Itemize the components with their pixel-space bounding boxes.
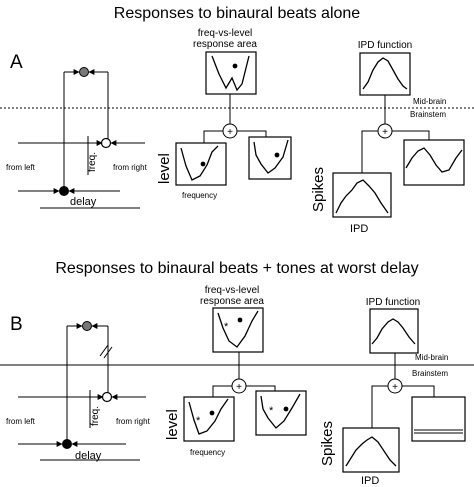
panel-a-ipd-function-label: IPD function [358,40,412,51]
panel-a-midbrain-tone-dot [232,63,238,69]
panel-b-right-input-neuron [101,391,113,403]
panel-b-title: Responses to binaural beats + tones at w… [55,260,418,277]
panel-b-ipd-axis: IPD [361,475,379,487]
panel-a-right-input-ipd-curve [405,147,463,173]
panel-a-right-input-tuning-curve [253,139,289,174]
panel-a-midbrain-label: Mid-brain [413,97,446,106]
panel-a-right-input-neuron [100,137,112,149]
panel-b-response-area-label-1: freq-vs-level [205,285,259,296]
panel-b-midbrain-neuron [82,321,92,331]
panel-a-circuit: from left from right freq. delay [6,67,148,209]
panel-b-right-input-tuning-curve [260,393,301,429]
panel-a-level-axis: level [156,153,173,184]
panel-b-spikes-axis: Spikes [319,421,336,466]
panel-a-left-input-tuning-curve [180,145,219,181]
panel-b-from-right: from right [116,417,151,426]
panel-a-midbrain-ipd-box [359,52,411,96]
panel-b-left-input-star: * [196,415,201,427]
panel-a-freq-label: freq. [87,152,98,172]
panel-a-left-input-neuron [59,186,69,196]
panel-b-left-input-neuron [62,439,72,449]
panel-a-frequency-axis: frequency [182,191,217,200]
panel-a-left-input-ipd-box [332,172,392,218]
panel-b-freq-label: freq. [90,406,101,426]
panel-a-left-input-ipd-curve [335,179,389,214]
panel-b-ipd-function-label: IPD function [366,297,420,308]
panel-b-right-input-star: * [269,405,274,417]
panel-b-midbrain-ipd-box [369,308,419,354]
panel-b-left-input-ipd-box [342,427,400,473]
panel-b-response-area-label-2: response area [200,296,264,307]
panel-a-from-right: from right [113,163,148,172]
panel-a-response-area-label-2: response area [193,39,257,50]
panel-b-midbrain-tuning-curve [217,310,259,348]
panel-a-midbrain-ipd-curve [362,57,408,90]
panel-b-plus-right: + [392,382,398,393]
panel-b-left-input-ipd-curve [345,436,397,467]
panel-b-midbrain-ipd-curve [371,318,416,345]
panel-a-plus-left: + [227,127,233,138]
panel-a-delay-label: delay [70,196,97,208]
panel-a-spikes-axis: Spikes [310,167,327,212]
panel-a-letter: A [10,52,23,73]
panel-a: Responses to binaural beats alone A Mid-… [0,5,474,235]
panel-b-brainstem-label: Brainstem [412,369,448,378]
panel-a-midbrain-tuning-curve [211,55,250,92]
panel-b-midbrain-star: * [224,321,229,333]
panel-b-plus-left: + [236,382,242,393]
panel-b-left-input-tone-dot [209,410,215,416]
panel-b: Responses to binaural beats + tones at w… [0,260,474,487]
panel-b-left-input-response-area [183,396,235,442]
panel-b-level-axis: level [164,409,181,440]
panel-a-from-left: from left [6,163,36,172]
panel-b-left-input-tuning-curve [188,398,229,435]
panel-b-delay-label: delay [75,450,102,462]
panel-b-midbrain-label: Mid-brain [415,353,448,362]
panel-b-right-input-ipd-box [411,396,466,442]
panel-a-left-input-tone-dot [200,161,206,167]
panel-a-title: Responses to binaural beats alone [114,5,360,22]
panel-a-brainstem-label: Brainstem [410,110,446,119]
panel-a-response-area-label-1: freq-vs-level [198,28,252,39]
panel-b-circuit: from left from right freq. delay [6,321,151,462]
panel-a-right-input-tone-dot [274,152,280,158]
panel-a-plus-right: + [382,127,388,138]
panel-b-frequency-axis: frequency [190,448,225,457]
panel-a-right-input-response-area [248,136,292,180]
panel-b-from-left: from left [6,417,36,426]
panel-a-midbrain-neuron [79,67,89,77]
panel-b-right-input-tone-dot [283,406,289,412]
panel-b-letter: B [10,314,23,335]
panel-a-ipd-axis: IPD [350,223,368,235]
panel-b-midbrain-tone-dot [237,317,243,323]
